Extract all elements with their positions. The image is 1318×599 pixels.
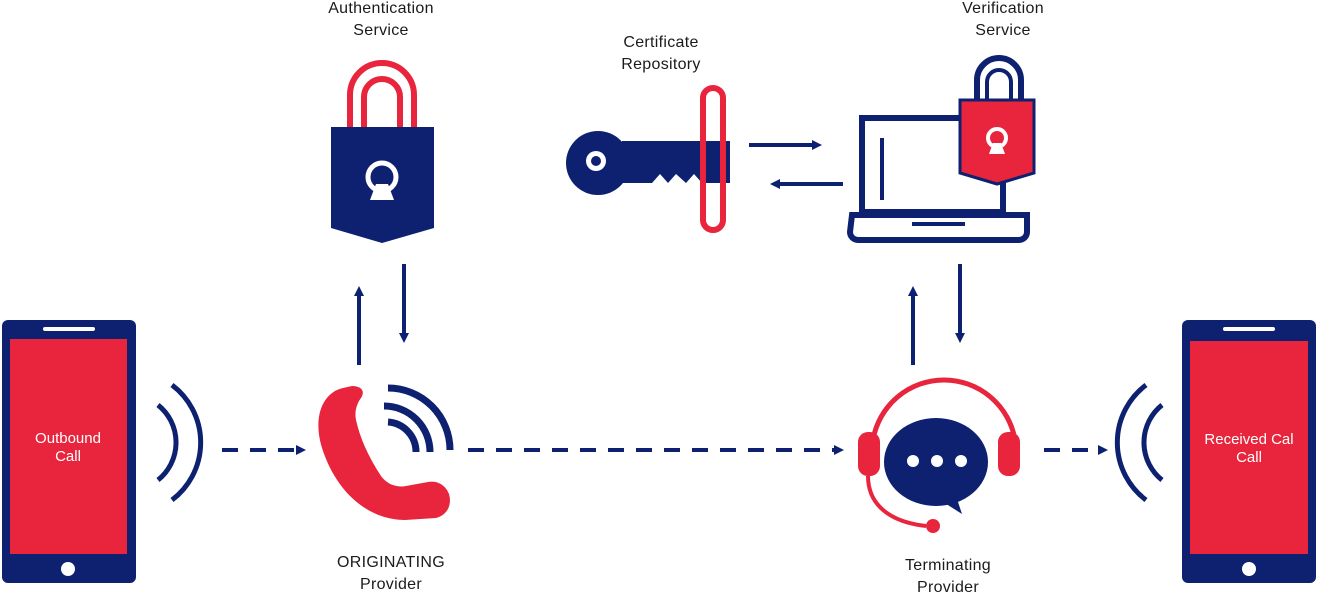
received-line1: Received Cal — [1204, 431, 1294, 448]
term-label-line1: Terminating — [904, 557, 992, 574]
padlock-icon — [331, 60, 434, 243]
signal-waves-outbound — [156, 383, 204, 502]
verif-label-line1: Verification — [962, 0, 1044, 17]
outbound-line1: Outbound — [35, 430, 101, 447]
laptop-lock-icon — [846, 55, 1036, 243]
orig-label-line1: ORIGINATING — [337, 554, 445, 571]
term-label-line2: Provider — [917, 579, 979, 596]
received-phone — [1182, 320, 1316, 583]
auth-service-label: Authentication Service — [328, 0, 434, 42]
cert-label-line1: Certificate — [623, 34, 699, 51]
cert-repo-label: Certificate Repository — [621, 32, 700, 76]
originating-provider-label: ORIGINATING Provider — [337, 552, 445, 596]
received-line2: Call — [1236, 449, 1262, 466]
terminating-provider-label: Terminating Provider — [905, 555, 991, 599]
cert-label-line2: Repository — [621, 56, 701, 73]
auth-label-line2: Service — [353, 22, 409, 39]
key-icon — [566, 85, 730, 233]
received-call-text: Received Cal Call — [1204, 431, 1293, 467]
headset-chat-icon — [858, 377, 1020, 533]
signal-waves-received — [1114, 383, 1164, 502]
auth-label-line1: Authentication — [328, 0, 434, 17]
outbound-line2: Call — [55, 448, 81, 465]
phone-handset-icon — [318, 384, 454, 520]
outbound-call-text: Outbound Call — [35, 430, 101, 466]
verif-label-line2: Service — [975, 22, 1031, 39]
outbound-phone — [2, 320, 136, 583]
orig-label-line2: Provider — [360, 576, 422, 593]
verif-service-label: Verification Service — [962, 0, 1044, 42]
